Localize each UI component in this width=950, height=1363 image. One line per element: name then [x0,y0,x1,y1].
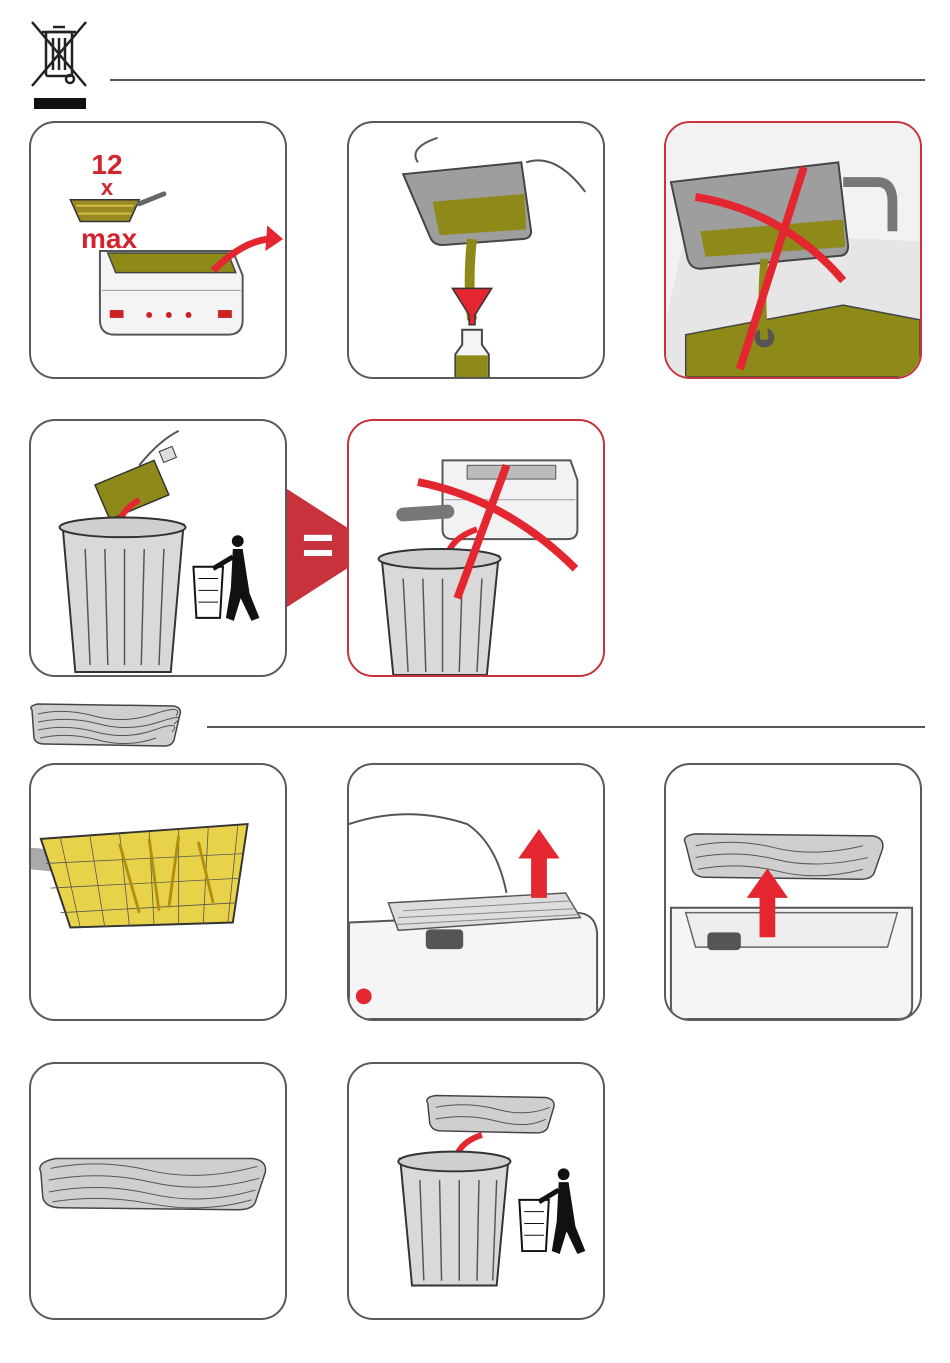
step-panel-no-direct-pour [347,419,605,677]
equals-sign: = [293,517,343,573]
step-panel-pour-into-trash [29,419,287,677]
step-panel-basket-fries [29,763,287,1021]
arrow-up-icon [518,829,559,898]
metal-filter-icon [427,1096,554,1133]
tidyman-icon [193,535,259,621]
section-divider-2 [207,726,925,728]
fryer-icon [443,460,578,539]
max-label: max [69,225,149,253]
funnel-icon [452,288,491,324]
weee-disposal-icon [26,18,92,112]
step-panel-no-sink [664,121,922,379]
step-panel-remove-filter [664,763,922,1021]
oil-bottle-icon [95,446,176,519]
section-divider-1 [110,79,925,81]
trash-bin-icon [60,517,186,672]
times-label: x [87,177,127,199]
step-panel-filter-into-trash [347,1062,605,1320]
step-panel-filter [29,1062,287,1320]
trash-bin-icon [398,1152,510,1286]
step-panel-pour-into-bottle [347,121,605,379]
step-panel-lift-grid [347,763,605,1021]
tidyman-icon [519,1168,585,1254]
step-panel-oil-limit: 12 x max [29,121,287,379]
metal-filter-icon [24,700,186,750]
trash-bin-icon [379,549,501,675]
